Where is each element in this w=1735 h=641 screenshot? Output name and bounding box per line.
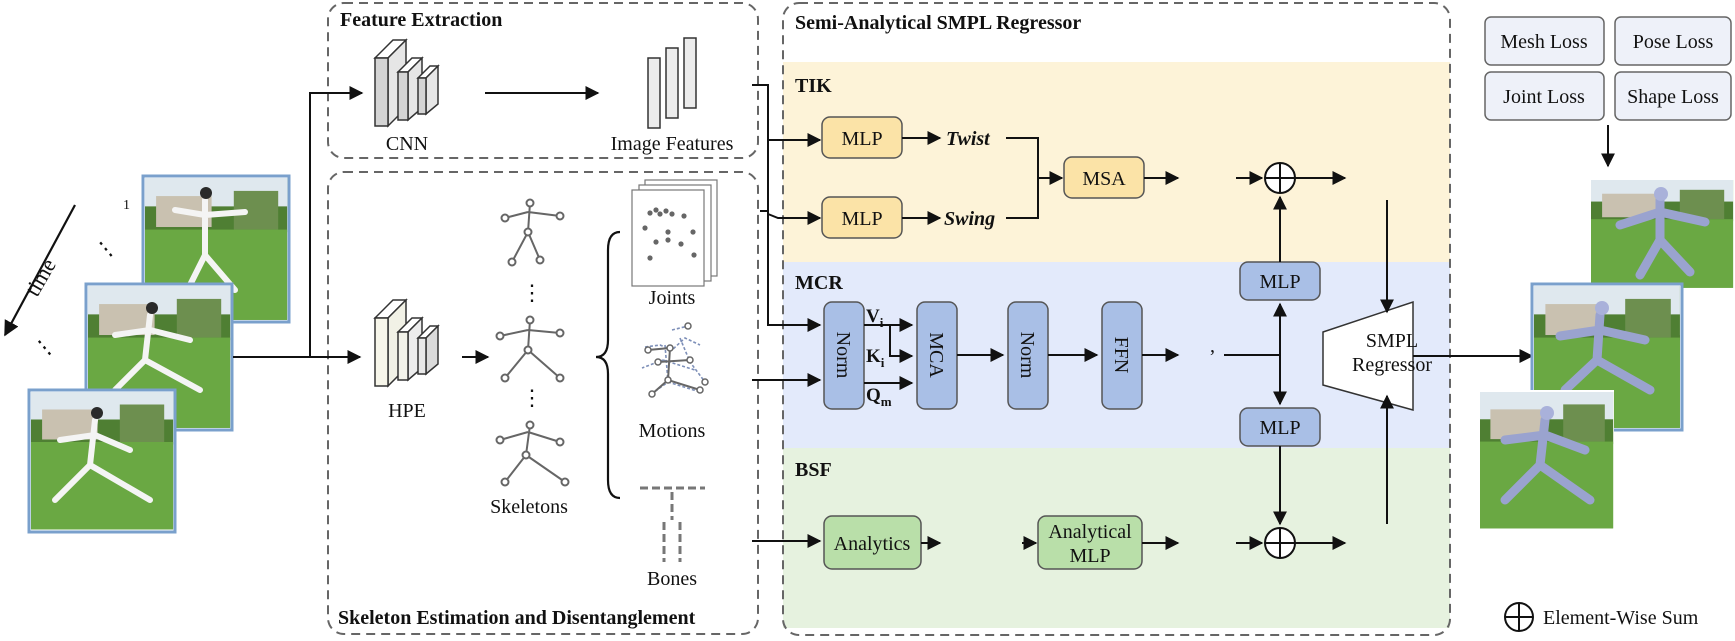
feature-extraction-frame xyxy=(327,2,759,159)
image-features-label: Image Features xyxy=(611,133,734,155)
mcr-comma: , xyxy=(1210,335,1215,357)
mcr-title: MCR xyxy=(795,272,843,294)
pose-loss-label: Pose Loss xyxy=(1633,31,1714,53)
ki-label: Ki xyxy=(866,346,885,370)
qm-label: Qm xyxy=(866,385,892,409)
skeleton-title: Skeleton Estimation and Disentanglement xyxy=(338,607,696,629)
joints-label: Joints xyxy=(649,287,696,309)
skeleton-figure-3 xyxy=(495,420,570,487)
skeleton-figure-2 xyxy=(495,315,565,383)
pose-loss-box xyxy=(1614,16,1732,66)
smpl-regressor-line2: Regressor xyxy=(1352,354,1432,376)
output-frame-1 xyxy=(1589,178,1735,288)
frame-index: 1 xyxy=(123,198,130,213)
skeleton-frame xyxy=(327,171,759,635)
brace xyxy=(595,230,621,500)
regressor-frame xyxy=(782,2,1451,636)
analytical-mlp-line1: Analytical xyxy=(1048,521,1132,543)
skeleton-figure-1 xyxy=(500,198,565,267)
bones-icon xyxy=(640,486,705,562)
joint-loss-box xyxy=(1484,71,1605,121)
motions-label: Motions xyxy=(639,420,706,442)
analytics-label: Analytics xyxy=(834,533,911,555)
vi-label: Vi xyxy=(866,306,884,330)
smpl-regressor-line1: SMPL xyxy=(1366,330,1418,352)
mesh-loss-label: Mesh Loss xyxy=(1500,31,1587,53)
output-frame-3 xyxy=(1478,390,1614,530)
frame-dots-bottom: ⋮ xyxy=(28,331,61,364)
joint-loss-label: Joint Loss xyxy=(1503,86,1585,108)
mesh-loss-box xyxy=(1484,16,1605,66)
image-features-icon xyxy=(647,37,697,129)
skeletons-label: Skeletons xyxy=(490,496,568,518)
swing-label: Swing xyxy=(944,208,995,230)
ffn-label: FFN xyxy=(1110,337,1132,374)
regressor-title: Semi-Analytical SMPL Regressor xyxy=(795,12,1081,34)
hpe-label: HPE xyxy=(388,400,426,422)
bsf-title: BSF xyxy=(795,459,832,481)
legend-sum-label: Element-Wise Sum xyxy=(1543,607,1699,629)
hpe-block xyxy=(373,298,440,388)
features-to-norm-arrow xyxy=(767,140,822,332)
twist-label: Twist xyxy=(946,128,991,150)
mcr-norm-1 xyxy=(823,301,865,410)
shape-loss-label: Shape Loss xyxy=(1627,86,1719,108)
tik-title: TIK xyxy=(795,75,832,97)
mcr-norm-1-label: Norm xyxy=(832,332,854,379)
tik-mlp-bottom-label: MLP xyxy=(841,208,882,230)
bones-label: Bones xyxy=(647,568,697,590)
skeleton-dots-2: ⋮ xyxy=(521,385,543,410)
cnn-block xyxy=(373,38,440,128)
bottom-sum-icon xyxy=(1264,527,1296,559)
feature-extraction-title: Feature Extraction xyxy=(340,9,502,31)
input-frame-3 xyxy=(27,388,177,534)
top-sum-icon xyxy=(1264,162,1296,194)
time-label: time xyxy=(20,254,61,300)
msa-label: MSA xyxy=(1082,168,1126,190)
frame-dots-top: ⋮ xyxy=(89,232,122,265)
motions-icon xyxy=(641,322,709,398)
analytical-mlp-line2: MLP xyxy=(1069,545,1110,567)
mcr-norm-2-label: Norm xyxy=(1016,332,1038,379)
skeleton-dots-1: ⋮ xyxy=(521,280,543,305)
k-arrow xyxy=(864,324,914,363)
time-arrow xyxy=(4,204,76,337)
features-to-mlp-twist-arrow xyxy=(752,84,822,147)
shape-loss-box xyxy=(1614,71,1732,121)
mcr-mlp-down-label: MLP xyxy=(1259,417,1300,439)
joints-icon xyxy=(631,179,718,287)
legend-sum-icon xyxy=(1504,602,1534,632)
input-to-cnn-arrow xyxy=(309,86,364,357)
cnn-label: CNN xyxy=(386,133,428,155)
tik-mlp-top-label: MLP xyxy=(841,128,882,150)
mca-label: MCA xyxy=(925,332,947,378)
mcr-mlp-up-label: MLP xyxy=(1259,271,1300,293)
